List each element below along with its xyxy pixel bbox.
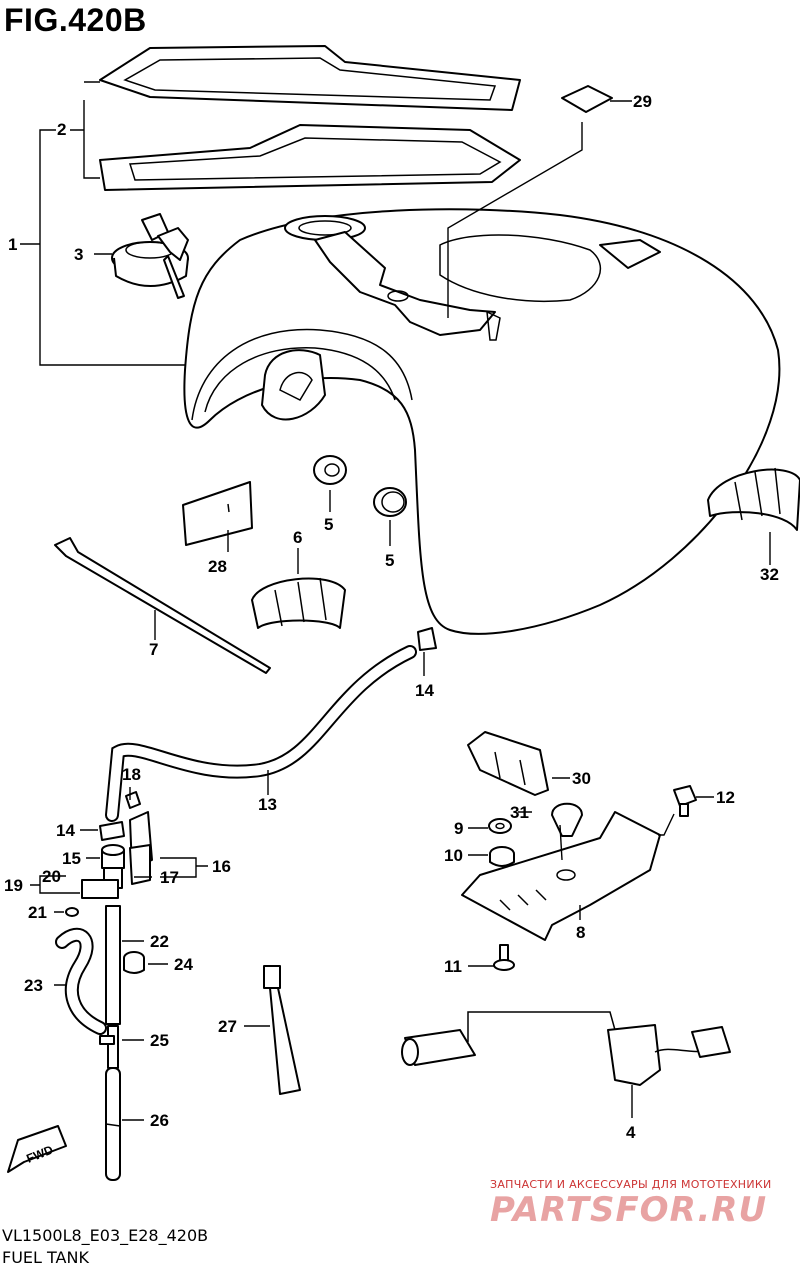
- front-tank-cushion[interactable]: [251, 577, 346, 629]
- forward-direction-arrow: FWD: [7, 1125, 67, 1173]
- callout-32: 32: [760, 565, 779, 584]
- rubber-bumper[interactable]: [551, 802, 583, 837]
- fuel-cap[interactable]: [111, 213, 189, 299]
- callout-5-b: 5: [385, 551, 394, 570]
- bent-hose[interactable]: [55, 927, 107, 1035]
- callout-23: 23: [24, 976, 43, 995]
- washer[interactable]: [488, 818, 512, 834]
- bracket-bolt[interactable]: [673, 785, 697, 817]
- callout-14-upper: 14: [415, 681, 434, 700]
- breather-hose[interactable]: [105, 645, 417, 822]
- callout-26: 26: [150, 1111, 169, 1130]
- tank-grommet-a[interactable]: [313, 455, 347, 485]
- caution-label[interactable]: [561, 85, 613, 113]
- hose-clamp-upper[interactable]: [417, 627, 437, 651]
- callout-12: 12: [716, 788, 735, 807]
- drain-hose[interactable]: [105, 1067, 121, 1181]
- callout-2: 2: [57, 120, 66, 139]
- callout-18: 18: [122, 765, 141, 784]
- mount-cushion[interactable]: [489, 846, 515, 867]
- callout-numbers: 1 2 3 29 5 5 28 6 32 7 14 13 30 12 31 9 …: [4, 92, 779, 1142]
- tank-emblem-upper[interactable]: [99, 45, 521, 111]
- valve-clamp[interactable]: [81, 879, 119, 899]
- callout-21: 21: [28, 903, 47, 922]
- callout-9: 9: [454, 819, 463, 838]
- callout-15: 15: [62, 849, 81, 868]
- callout-7: 7: [149, 640, 158, 659]
- leader-lines: [20, 81, 771, 1121]
- tank-mount-bracket[interactable]: [461, 811, 661, 941]
- hose-joint[interactable]: [99, 1025, 119, 1069]
- callout-16: 16: [212, 857, 231, 876]
- figure-name: FUEL TANK: [2, 1248, 89, 1267]
- callout-29: 29: [633, 92, 652, 111]
- information-label[interactable]: [182, 481, 253, 546]
- callout-31: 31: [510, 803, 529, 822]
- callout-19: 19: [4, 876, 23, 895]
- callout-10: 10: [444, 846, 463, 865]
- watermark-tagline: ЗАПЧАСТИ И АКСЕССУАРЫ ДЛЯ МОТОТЕХНИКИ: [490, 1178, 772, 1191]
- callout-4: 4: [626, 1123, 636, 1142]
- callout-17: 17: [160, 868, 179, 887]
- breather-valve[interactable]: [101, 844, 125, 889]
- callout-24: 24: [174, 955, 193, 974]
- fuel-level-gauge[interactable]: [401, 1011, 731, 1086]
- valve-screw[interactable]: [125, 791, 141, 809]
- callout-30: 30: [572, 769, 591, 788]
- valve-screw-small[interactable]: [65, 907, 79, 917]
- callout-14-lower: 14: [56, 821, 75, 840]
- hose-collar[interactable]: [123, 951, 145, 974]
- seat-cushion-block[interactable]: [467, 731, 549, 796]
- callout-8: 8: [576, 923, 585, 942]
- callout-20: 20: [42, 867, 61, 886]
- tank-emblem-lower[interactable]: [99, 124, 521, 191]
- watermark-logo: PARTSFOR.RU: [490, 1190, 768, 1230]
- hose-clamp-tie[interactable]: [263, 965, 301, 1095]
- callout-13: 13: [258, 795, 277, 814]
- fuel-tank[interactable]: [183, 208, 781, 635]
- hose-clamp-lower[interactable]: [99, 821, 125, 841]
- cable-tie[interactable]: [54, 537, 271, 674]
- model-code: VL1500L8_E03_E28_420B: [2, 1226, 209, 1245]
- breather-hose-upper[interactable]: [105, 905, 121, 1025]
- callout-28: 28: [208, 557, 227, 576]
- callout-22: 22: [150, 932, 169, 951]
- breather-valve-bracket[interactable]: [129, 811, 153, 885]
- figure-title: FIG.420B: [4, 2, 147, 38]
- callout-3: 3: [74, 245, 83, 264]
- callout-1: 1: [8, 235, 17, 254]
- callout-25: 25: [150, 1031, 169, 1050]
- callout-6: 6: [293, 528, 302, 547]
- callout-27: 27: [218, 1017, 237, 1036]
- tank-grommet-b[interactable]: [373, 487, 407, 517]
- bracket-screw[interactable]: [493, 944, 515, 971]
- callout-11: 11: [444, 957, 462, 976]
- rear-tank-cushion[interactable]: [707, 467, 800, 531]
- callout-5-a: 5: [324, 515, 333, 534]
